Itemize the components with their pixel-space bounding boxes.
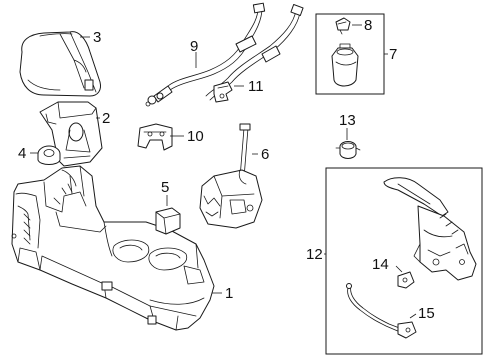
brake-bracket-part [397,271,415,289]
clip-part [335,17,351,35]
bushing-part [335,141,361,159]
parking-brake-lever-part [383,177,477,281]
callout-4: 4 [18,145,26,162]
callout-15: 15 [418,305,435,322]
cable-end-fitting-part [397,321,417,339]
callout-5: 5 [161,179,169,196]
knob-part [37,145,61,165]
shifter-assembly-part [199,123,263,229]
callout-2: 2 [102,110,110,127]
callout-13: 13 [339,112,356,129]
leader-14 [395,265,403,273]
callout-6: 6 [261,146,269,163]
cable-bracket-part [213,81,233,103]
callout-11: 11 [248,78,264,95]
callout-12: 12 [306,246,323,263]
callout-1: 1 [225,285,233,302]
callout-7: 7 [389,46,397,63]
callout-8: 8 [364,17,372,34]
brake-cable-part [346,283,403,333]
armrest-lid-part [19,31,101,97]
leader-15 [409,313,417,319]
shifter-bezel-part [39,101,103,167]
shift-knob-part [331,43,359,87]
callout-9: 9 [190,38,198,55]
mounting-bracket-part [137,123,173,151]
callout-10: 10 [187,128,204,145]
block-part [155,207,181,235]
kit-box-12 [325,167,483,355]
console-body-part [11,165,215,331]
callout-14: 14 [372,256,389,273]
callout-3: 3 [93,29,101,46]
